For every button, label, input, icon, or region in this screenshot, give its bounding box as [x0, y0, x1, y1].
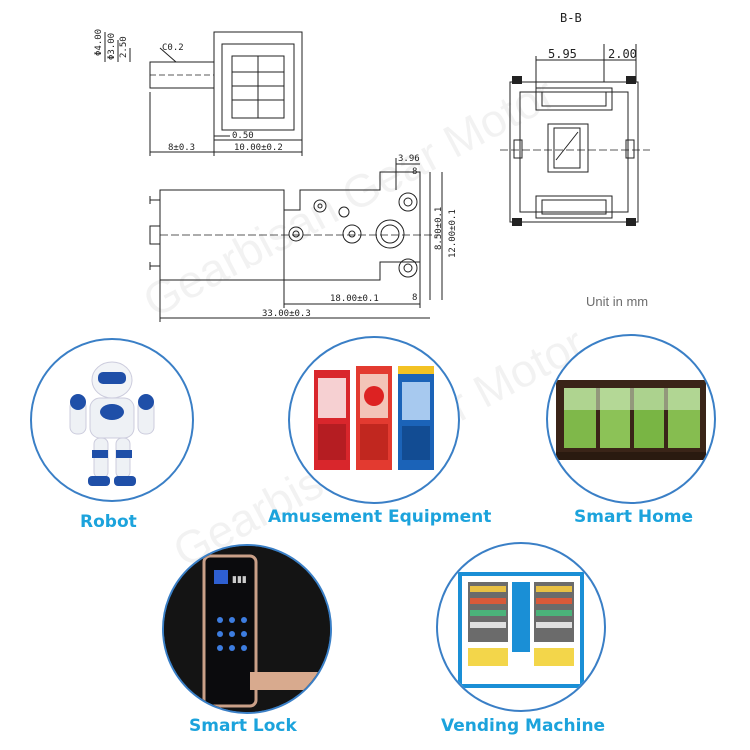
application-label-smart-home: Smart Home: [574, 507, 694, 527]
dim-top: 3.96: [398, 154, 420, 164]
dim-height: 12.00±0.1: [448, 209, 458, 258]
application-label-vending: Vending Machine: [441, 716, 606, 736]
unit-note: Unit in mm: [586, 294, 649, 309]
dim-8a: 8: [412, 167, 417, 177]
dim-body-len: 10.00±0.2: [234, 143, 283, 153]
technical-drawing: B-B Φ4.00 Φ3.00 2.50 C0.2 0.50 8±0.3 10.…: [94, 11, 650, 322]
smart-lock-image: ▮▮▮: [162, 544, 332, 714]
dim-section-b: 2.00: [608, 47, 637, 61]
arcade-machines-image: [288, 336, 460, 504]
application-label-smart-lock: Smart Lock: [189, 716, 297, 736]
dim-gear-len: 18.00±0.1: [330, 294, 379, 304]
dim-section-a: 5.95: [548, 47, 577, 61]
robot-image: [30, 338, 194, 502]
arcade-icon: [314, 366, 434, 470]
dim-d1: Φ4.00: [94, 29, 104, 56]
robot-icon: [69, 361, 155, 486]
dim-total: 33.00±0.3: [262, 309, 311, 319]
section-label: B-B: [560, 11, 582, 25]
dim-d3: 2.50: [119, 36, 129, 58]
dim-pitch: 8.50±0.1: [434, 207, 444, 250]
smart-window-image: [546, 334, 716, 504]
dim-gap: 0.50: [232, 131, 254, 141]
application-label-amusement: Amusement Equipment: [268, 507, 492, 527]
lock-icon: ▮▮▮: [164, 546, 330, 712]
dim-8b: 8: [412, 293, 417, 303]
dim-chamfer: C0.2: [162, 43, 184, 53]
dim-shaft-len: 8±0.3: [168, 143, 195, 153]
dim-d2: Φ3.00: [107, 33, 117, 60]
window-icon: [556, 380, 706, 460]
vending-machine-image: [436, 542, 606, 712]
application-label-robot: Robot: [80, 512, 137, 532]
vending-icon: [458, 572, 584, 688]
svg-text:▮▮▮: ▮▮▮: [232, 575, 247, 585]
